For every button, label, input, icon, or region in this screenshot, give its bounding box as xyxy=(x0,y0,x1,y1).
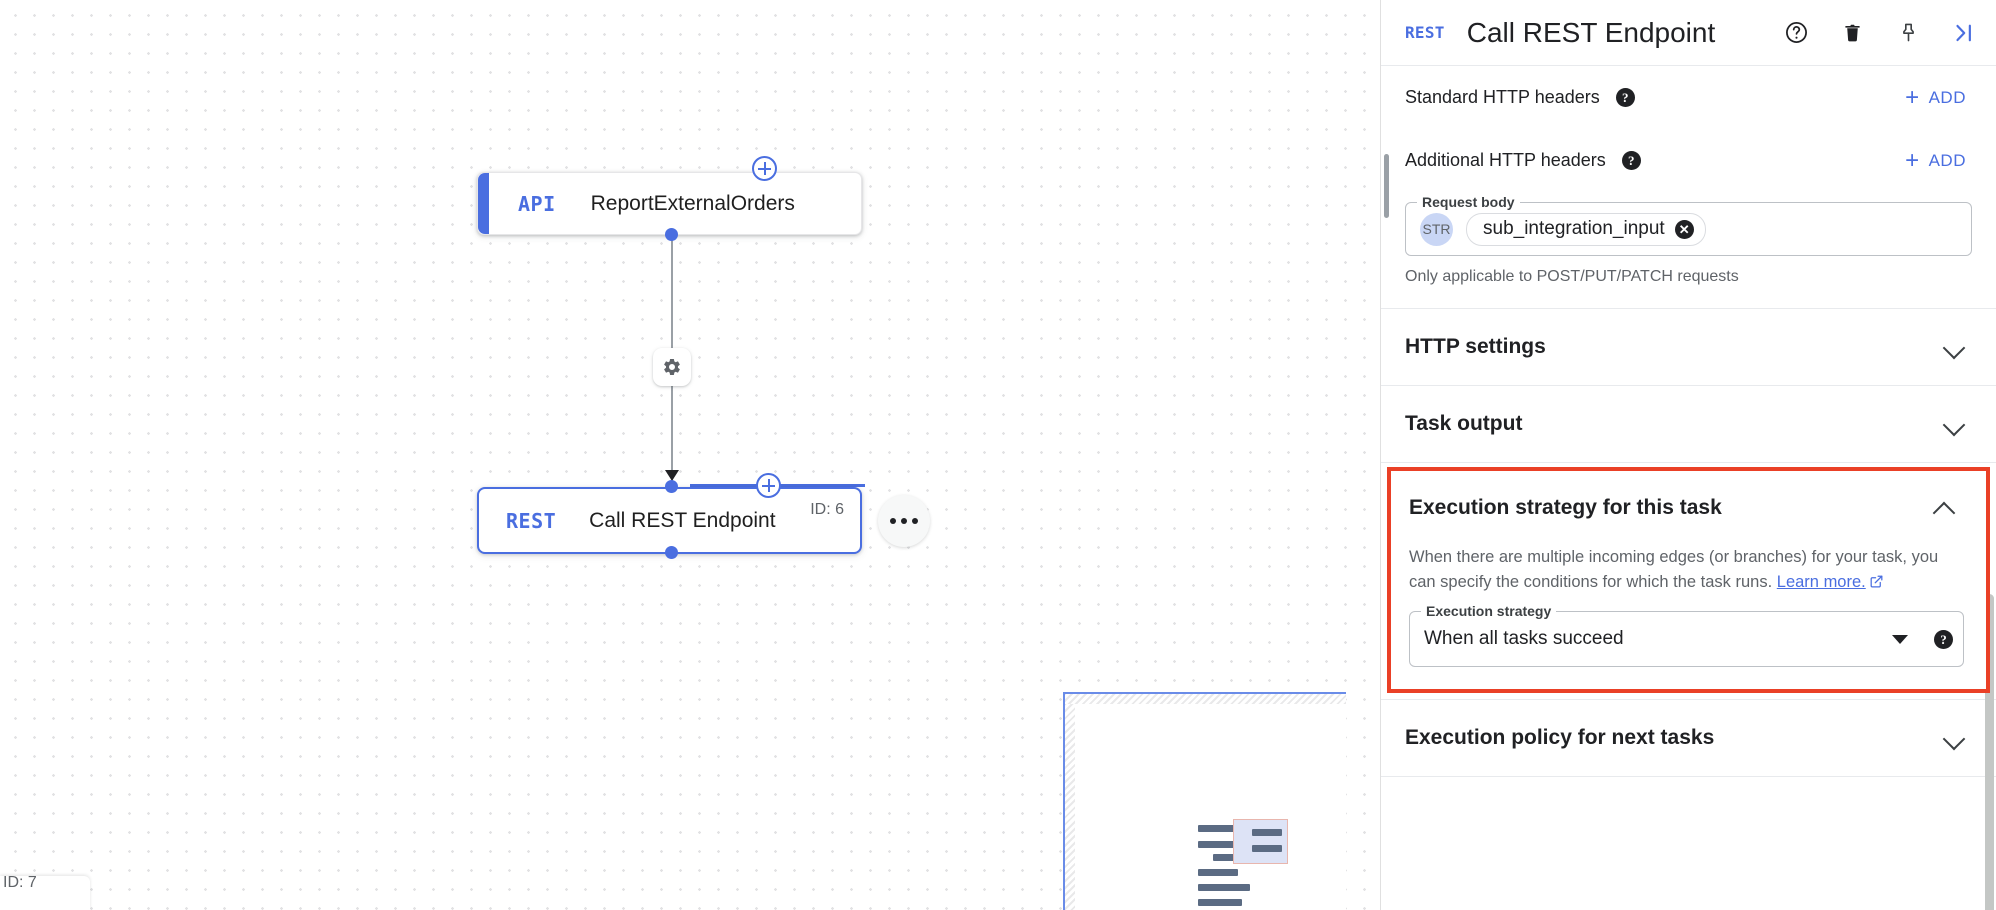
request-body-field-wrap: Request body STR sub_integration_input ✕ xyxy=(1381,192,1996,256)
section-execution-strategy[interactable]: Execution strategy for this task When th… xyxy=(1387,467,1990,693)
panel-body[interactable]: Standard HTTP headers ? + ADD Additional… xyxy=(1381,66,1996,910)
section-http-settings-title: HTTP settings xyxy=(1405,335,1546,358)
clear-icon[interactable]: ✕ xyxy=(1674,219,1694,239)
chevron-down-icon xyxy=(1944,727,1966,749)
panel-header: REST Call REST Endpoint xyxy=(1381,0,1996,66)
execution-strategy-select[interactable]: Execution strategy When all tasks succee… xyxy=(1409,603,1964,667)
minimap-node xyxy=(1252,845,1282,852)
request-body-field[interactable]: Request body STR sub_integration_input ✕ xyxy=(1405,194,1972,256)
add-additional-header-button[interactable]: + ADD xyxy=(1905,146,1966,174)
standard-http-headers-label: Standard HTTP headers xyxy=(1405,87,1600,107)
minimap-node xyxy=(1198,841,1236,848)
execution-strategy-value: When all tasks succeed xyxy=(1424,628,1624,649)
learn-more-link[interactable]: Learn more. xyxy=(1776,573,1866,591)
clipped-node-id-label: ID: 7 xyxy=(0,876,90,910)
description-text: When there are multiple incoming edges (… xyxy=(1409,548,1939,591)
minimap-node xyxy=(1198,825,1244,832)
divider xyxy=(1381,462,1996,463)
chevron-down-icon xyxy=(1944,336,1966,358)
panel-scrollbar[interactable] xyxy=(1985,594,1994,910)
divider xyxy=(1381,699,1996,700)
gear-icon[interactable] xyxy=(653,348,691,386)
divider xyxy=(1381,385,1996,386)
type-badge: STR xyxy=(1420,212,1453,246)
minimap-node xyxy=(1198,899,1242,906)
section-execution-policy-title: Execution policy for next tasks xyxy=(1405,726,1715,749)
additional-http-headers-row: Additional HTTP headers ? + ADD xyxy=(1381,129,1996,192)
request-body-chip-label: sub_integration_input xyxy=(1483,218,1665,239)
canvas-node-api[interactable]: API ReportExternalOrders xyxy=(477,172,862,235)
divider xyxy=(1381,776,1996,777)
panel-scrollbar-secondary[interactable] xyxy=(1384,154,1389,218)
divider xyxy=(1381,308,1996,309)
section-task-output-title: Task output xyxy=(1405,412,1523,435)
external-link-icon[interactable] xyxy=(1869,572,1884,597)
request-body-helper-text: Only applicable to POST/PUT/PATCH reques… xyxy=(1405,268,1739,285)
section-execution-strategy-title: Execution strategy for this task xyxy=(1409,496,1722,519)
plus-icon: + xyxy=(1905,146,1920,174)
section-execution-strategy-header[interactable]: Execution strategy for this task xyxy=(1391,471,1986,545)
chevron-down-icon xyxy=(1944,413,1966,435)
help-filled-icon[interactable]: ? xyxy=(1615,88,1635,107)
request-body-legend: Request body xyxy=(1417,194,1520,210)
node-output-port[interactable] xyxy=(665,546,678,559)
node-id-label: ID: 6 xyxy=(810,501,844,518)
collapse-icon[interactable] xyxy=(1949,18,1979,48)
pin-icon[interactable] xyxy=(1893,18,1923,48)
panel-header-actions xyxy=(1781,18,1979,48)
canvas-minimap[interactable] xyxy=(1063,692,1346,910)
minimap-hatch xyxy=(1065,694,1075,910)
edge-arrow-icon xyxy=(665,470,679,481)
section-execution-policy[interactable]: Execution policy for next tasks xyxy=(1381,700,1996,776)
plus-circle-icon[interactable] xyxy=(752,156,777,181)
execution-strategy-legend: Execution strategy xyxy=(1421,603,1557,619)
help-filled-icon[interactable]: ? xyxy=(1934,629,1953,649)
node-output-port[interactable] xyxy=(665,228,678,241)
help-filled-icon[interactable]: ? xyxy=(1621,151,1641,170)
plus-circle-icon[interactable] xyxy=(756,473,781,498)
minimap-node xyxy=(1252,829,1282,836)
minimap-node xyxy=(1213,854,1245,861)
add-standard-header-label: ADD xyxy=(1928,87,1966,107)
workflow-canvas[interactable]: API ReportExternalOrders REST Call REST … xyxy=(0,0,1380,910)
task-config-panel: REST Call REST Endpoint xyxy=(1380,0,1996,910)
chevron-up-icon xyxy=(1934,497,1956,519)
execution-strategy-field-wrap: Execution strategy When all tasks succee… xyxy=(1391,597,1986,689)
node-kind-label: REST xyxy=(506,508,557,533)
standard-http-headers-row: Standard HTTP headers ? + ADD xyxy=(1381,66,1996,129)
add-additional-header-label: ADD xyxy=(1928,150,1966,170)
additional-http-headers-label: Additional HTTP headers xyxy=(1405,150,1606,170)
minimap-node xyxy=(1198,869,1238,876)
node-input-port[interactable] xyxy=(665,480,678,493)
section-execution-strategy-description: When there are multiple incoming edges (… xyxy=(1391,545,1986,597)
node-kind-label: API xyxy=(518,191,556,216)
node-title-label: ReportExternalOrders xyxy=(590,191,795,215)
canvas-node-rest[interactable]: REST Call REST Endpoint ID: 6 xyxy=(477,487,862,554)
clipped-node-id-text: ID: 7 xyxy=(3,876,37,891)
more-options-icon[interactable] xyxy=(878,495,930,547)
help-icon[interactable] xyxy=(1781,18,1811,48)
add-standard-header-button[interactable]: + ADD xyxy=(1905,83,1966,111)
page-title: Call REST Endpoint xyxy=(1466,16,1716,48)
panel-kind-badge: REST xyxy=(1405,23,1445,42)
caret-down-icon[interactable] xyxy=(1892,634,1908,644)
request-body-chip[interactable]: sub_integration_input ✕ xyxy=(1466,212,1706,246)
section-http-settings[interactable]: HTTP settings xyxy=(1381,309,1996,385)
plus-icon: + xyxy=(1905,83,1920,111)
trash-icon[interactable] xyxy=(1837,18,1867,48)
node-title-label: Call REST Endpoint xyxy=(589,508,776,532)
minimap-hatch xyxy=(1065,694,1346,704)
minimap-node xyxy=(1220,884,1250,891)
section-task-output[interactable]: Task output xyxy=(1381,386,1996,462)
node-accent-bar xyxy=(478,173,489,234)
minimap-viewport xyxy=(1233,819,1288,864)
